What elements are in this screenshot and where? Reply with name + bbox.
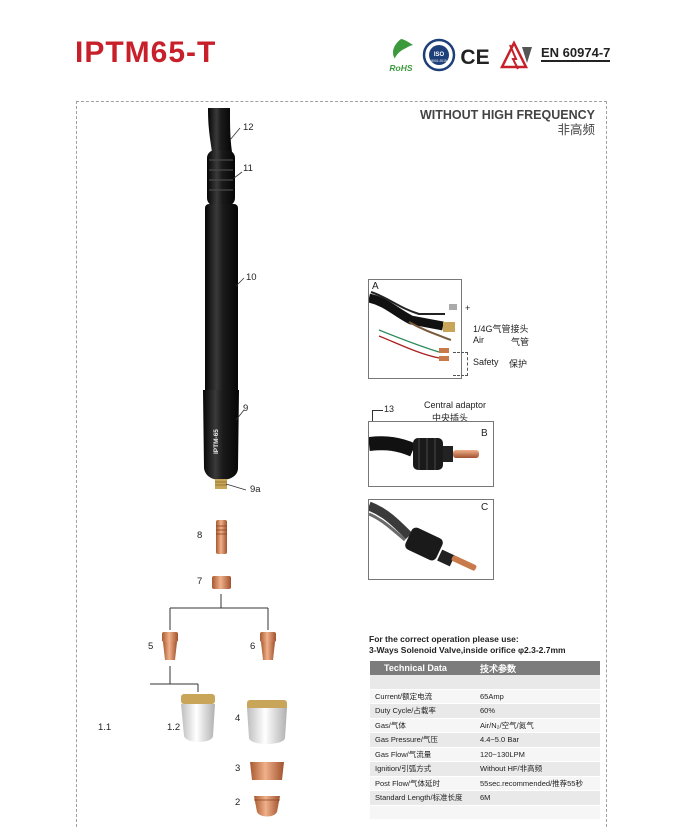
- tech-table-header: Technical Data 技术参数: [370, 661, 600, 675]
- part-label-8: 8: [197, 530, 203, 541]
- standard-label: EN 60974-7: [541, 45, 611, 62]
- ce-text: CE: [460, 46, 489, 69]
- part-label-4: 4: [235, 713, 241, 724]
- product-title: IPTM65-T: [75, 36, 217, 69]
- table-row: [370, 805, 600, 820]
- table-row: Standard Length/标准长度 6M: [370, 791, 600, 806]
- panel-a-safety-cn: 保护: [509, 359, 528, 369]
- table-row: Ignition/引弧方式 Without HF/非高频: [370, 762, 600, 777]
- row-label: Ignition/引弧方式: [375, 764, 432, 774]
- handle: [205, 204, 238, 394]
- row-value: 6M: [480, 793, 491, 803]
- panel-a-plus: +: [465, 303, 471, 313]
- part-label-9a: 9a: [250, 484, 261, 495]
- panel-b-adaptor-en: Central adaptor: [424, 400, 487, 410]
- part-label-1-1: 1.1: [98, 722, 112, 733]
- panel-b-adaptor-cn: 中央插头: [432, 413, 469, 423]
- part-label-6: 6: [250, 641, 256, 652]
- row-value: 60%: [480, 706, 496, 716]
- iso-mark: ISO 9001:2015: [422, 37, 456, 73]
- row-label: Gas Pressure/气压: [375, 735, 438, 745]
- rohs-text: RoHS: [389, 63, 412, 73]
- table-row: Gas/气体 Air/N₂/空气/氮气: [370, 718, 600, 733]
- panel-a-bracket: [453, 352, 468, 376]
- content-frame: [76, 101, 607, 827]
- row-value: 65Amp: [480, 691, 504, 701]
- panel-a-air-en: Air: [473, 335, 484, 345]
- part-label-11: 11: [243, 163, 253, 174]
- electrode-8: [216, 520, 227, 554]
- part-label-7: 7: [197, 576, 203, 587]
- panel-b-part-id: 13: [384, 404, 395, 414]
- torch-head: [203, 390, 239, 480]
- panel-b-image: [368, 436, 479, 470]
- panel-a-image: [367, 291, 457, 361]
- warning-mark: [496, 37, 536, 73]
- strain-relief: [207, 150, 235, 206]
- section-title-en: WITHOUT HIGH FREQUENCY: [420, 108, 595, 122]
- row-value: Without HF/非高频: [480, 764, 543, 774]
- panel-b-leader: [372, 410, 383, 423]
- part-label-3: 3: [235, 763, 241, 774]
- panel-a-air-cn: 气管: [511, 337, 530, 347]
- nozzle-5: [162, 632, 178, 660]
- iso-subtext: 9001:2015: [431, 59, 447, 63]
- row-label: Gas Flow/气流量: [375, 749, 432, 759]
- panel-c-image: [367, 501, 477, 571]
- panel-a-gas-connector: 1/4G气管接头: [473, 324, 529, 334]
- row-label: Gas/气体: [375, 720, 406, 730]
- section-title-cn: 非高频: [557, 123, 595, 137]
- tree-lines: [150, 594, 269, 692]
- panel-c-letter: C: [481, 502, 489, 513]
- section-heading: WITHOUT HIGH FREQUENCY 非高频: [420, 108, 595, 138]
- table-row: Gas Pressure/气压 4.4~5.0 Bar: [370, 733, 600, 748]
- row-value: 55sec.recommended/推荐55秒: [480, 778, 583, 788]
- operation-note: For the correct operation please use: 3-…: [369, 634, 566, 656]
- table-row: Duty Cycle/占载率 60%: [370, 704, 600, 719]
- part-label-12: 12: [243, 122, 254, 133]
- part-label-1-2: 1.2: [167, 722, 181, 733]
- panel-a-letter: A: [372, 281, 379, 292]
- table-row: [370, 675, 600, 690]
- torch-diagram: IPTM-65: [150, 108, 287, 817]
- nozzle-6: [260, 632, 276, 660]
- leader-lines: [225, 127, 247, 491]
- iso-text: ISO: [434, 52, 445, 58]
- tech-data-table: Technical Data 技术参数 Current/额定电流 65Amp Du…: [370, 661, 600, 820]
- table-row: Post Flow/气体延时 55sec.recommended/推荐55秒: [370, 776, 600, 791]
- retaining-cap-4: [247, 700, 287, 744]
- table-row: Gas Flow/气流量 120~130LPM: [370, 747, 600, 762]
- part-label-5: 5: [148, 641, 154, 652]
- part-label-2: 2: [235, 797, 241, 808]
- shield-3: [250, 762, 284, 780]
- nozzle-2: [254, 796, 280, 817]
- panel-a: [367, 279, 462, 379]
- tech-table-header-en: Technical Data: [384, 663, 447, 673]
- thread-9a: [215, 479, 227, 489]
- panel-b: [368, 421, 494, 487]
- panel-a-safety-en: Safety: [473, 357, 499, 367]
- row-label: Current/额定电流: [375, 691, 433, 701]
- row-label: Standard Length/标准长度: [375, 793, 463, 803]
- handle-text: IPTM-65: [213, 429, 220, 454]
- part-label-10: 10: [246, 272, 257, 283]
- row-value: 4.4~5.0 Bar: [480, 735, 519, 745]
- cable: [208, 108, 232, 152]
- swirl-ring-7: [212, 576, 231, 589]
- row-label: Duty Cycle/占载率: [375, 706, 436, 716]
- row-label: Post Flow/气体延时: [375, 778, 441, 788]
- ce-mark: CE: [458, 37, 492, 73]
- panel-c: [367, 499, 494, 580]
- rohs-mark: RoHS: [385, 37, 417, 73]
- table-row: Current/额定电流 65Amp: [370, 689, 600, 704]
- row-value: Air/N₂/空气/氮气: [480, 720, 534, 730]
- panel-b-letter: B: [481, 428, 488, 439]
- operation-note-line2: 3-Ways Solenoid Valve,inside orifice φ2.…: [369, 645, 566, 655]
- tech-table-body: Current/额定电流 65Amp Duty Cycle/占载率 60% Gas/…: [370, 675, 600, 820]
- operation-note-line1: For the correct operation please use:: [369, 634, 519, 644]
- shield-cup-1-2: [181, 694, 215, 742]
- part-label-9: 9: [243, 403, 249, 414]
- tech-table-header-cn: 技术参数: [480, 663, 517, 674]
- row-value: 120~130LPM: [480, 749, 525, 759]
